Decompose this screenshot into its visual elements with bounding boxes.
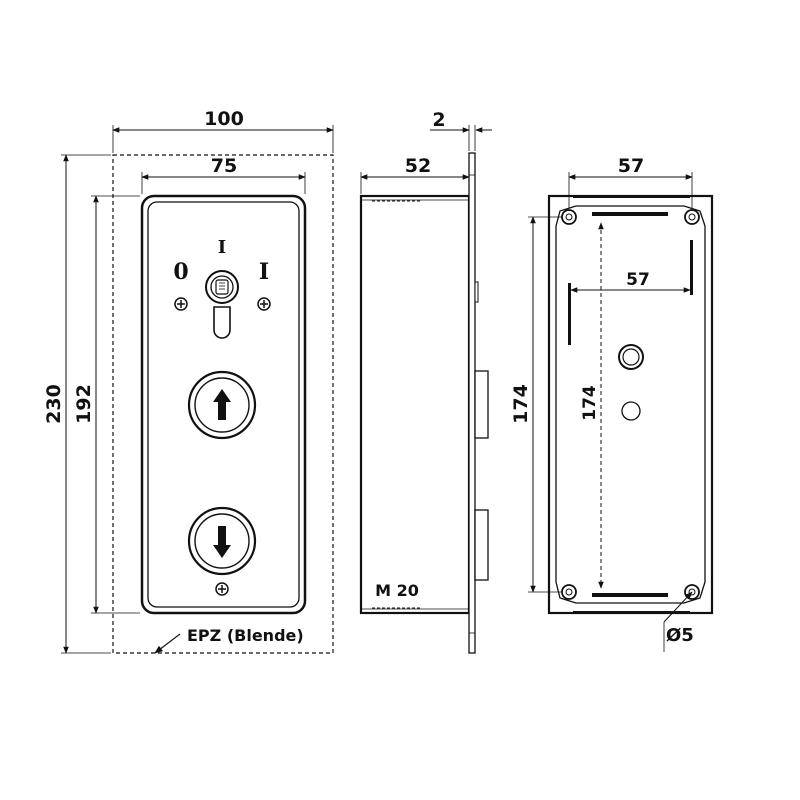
screw-icon [174,297,188,311]
dim-back-height-outer: 174 [510,384,532,424]
dim-front-width-outer: 100 [204,108,244,130]
front-view: 100 75 230 192 0 I I [43,108,334,654]
back-view: 57 57 174 174 Ø5 [510,155,714,652]
side-front-plate [468,152,476,654]
dim-front-height-outer: 230 [43,384,65,424]
center-hole [621,401,641,421]
dim-front-width-inner: 75 [211,155,237,177]
callout-cover-plate: EPZ (Blende) [187,626,304,645]
hole-diameter-label: Ø5 [666,625,694,646]
dim-back-height-inner: 174 [580,385,600,421]
button-up [187,370,257,440]
mounting-hole [561,584,577,600]
dim-back-width-inner: 57 [626,270,650,290]
dim-front-height-inner: 192 [73,384,95,424]
cover-plate-outline [112,154,334,654]
button-down [187,506,257,576]
housing-inner [147,201,300,608]
side-view: 52 2 M 20 [359,109,492,654]
side-key-stub [474,281,479,303]
back-inner-outline [555,205,706,604]
switch-label-off: 0 [173,259,188,285]
mounting-hole [684,209,700,225]
dim-side-depth: 52 [405,155,431,177]
switch-label-mid: I [218,237,226,258]
key-switch [205,270,239,339]
arrow-down-icon [213,526,231,558]
side-button-bottom [474,509,489,581]
arrow-up-icon [213,389,231,420]
mounting-hole [561,209,577,225]
dim-side-plate: 2 [432,109,445,131]
screw-icon [257,297,271,311]
thread-label: M 20 [375,581,419,600]
side-button-top [474,370,489,439]
side-housing [359,194,471,615]
dim-back-width-top: 57 [618,155,644,177]
switch-label-on: I [259,259,269,285]
screw-icon [215,582,229,596]
